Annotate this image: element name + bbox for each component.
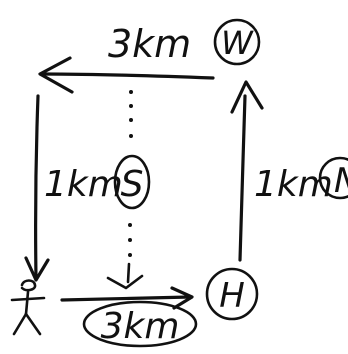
dotted-path-arrowhead [106,262,144,290]
dotted-path [128,90,133,257]
left-distance-label: 1km [44,164,123,205]
south-node-circle [113,154,151,210]
bottom-distance-label: 3km [101,306,180,347]
bottom-arrow [60,286,194,310]
bottom-distance-ellipse [82,300,198,348]
left-arrow [24,94,50,282]
bottom-distance-badge: 3km [82,300,198,348]
north-node: N [318,156,348,201]
home-node-label: H [219,276,245,316]
home-node: H [205,267,259,321]
north-node-label: N [334,161,348,201]
top-distance-label: 3km [108,22,191,66]
home-node-circle [205,267,259,321]
west-node-circle [213,18,261,66]
north-node-circle [318,156,348,200]
south-node-label: S [121,164,144,205]
right-distance-label: 1km [254,164,333,205]
west-node: W [213,18,261,66]
west-node-label: W [221,24,254,62]
south-node: S [113,154,151,210]
person-icon [10,279,46,336]
right-arrow [230,80,264,262]
top-arrow [38,56,215,94]
